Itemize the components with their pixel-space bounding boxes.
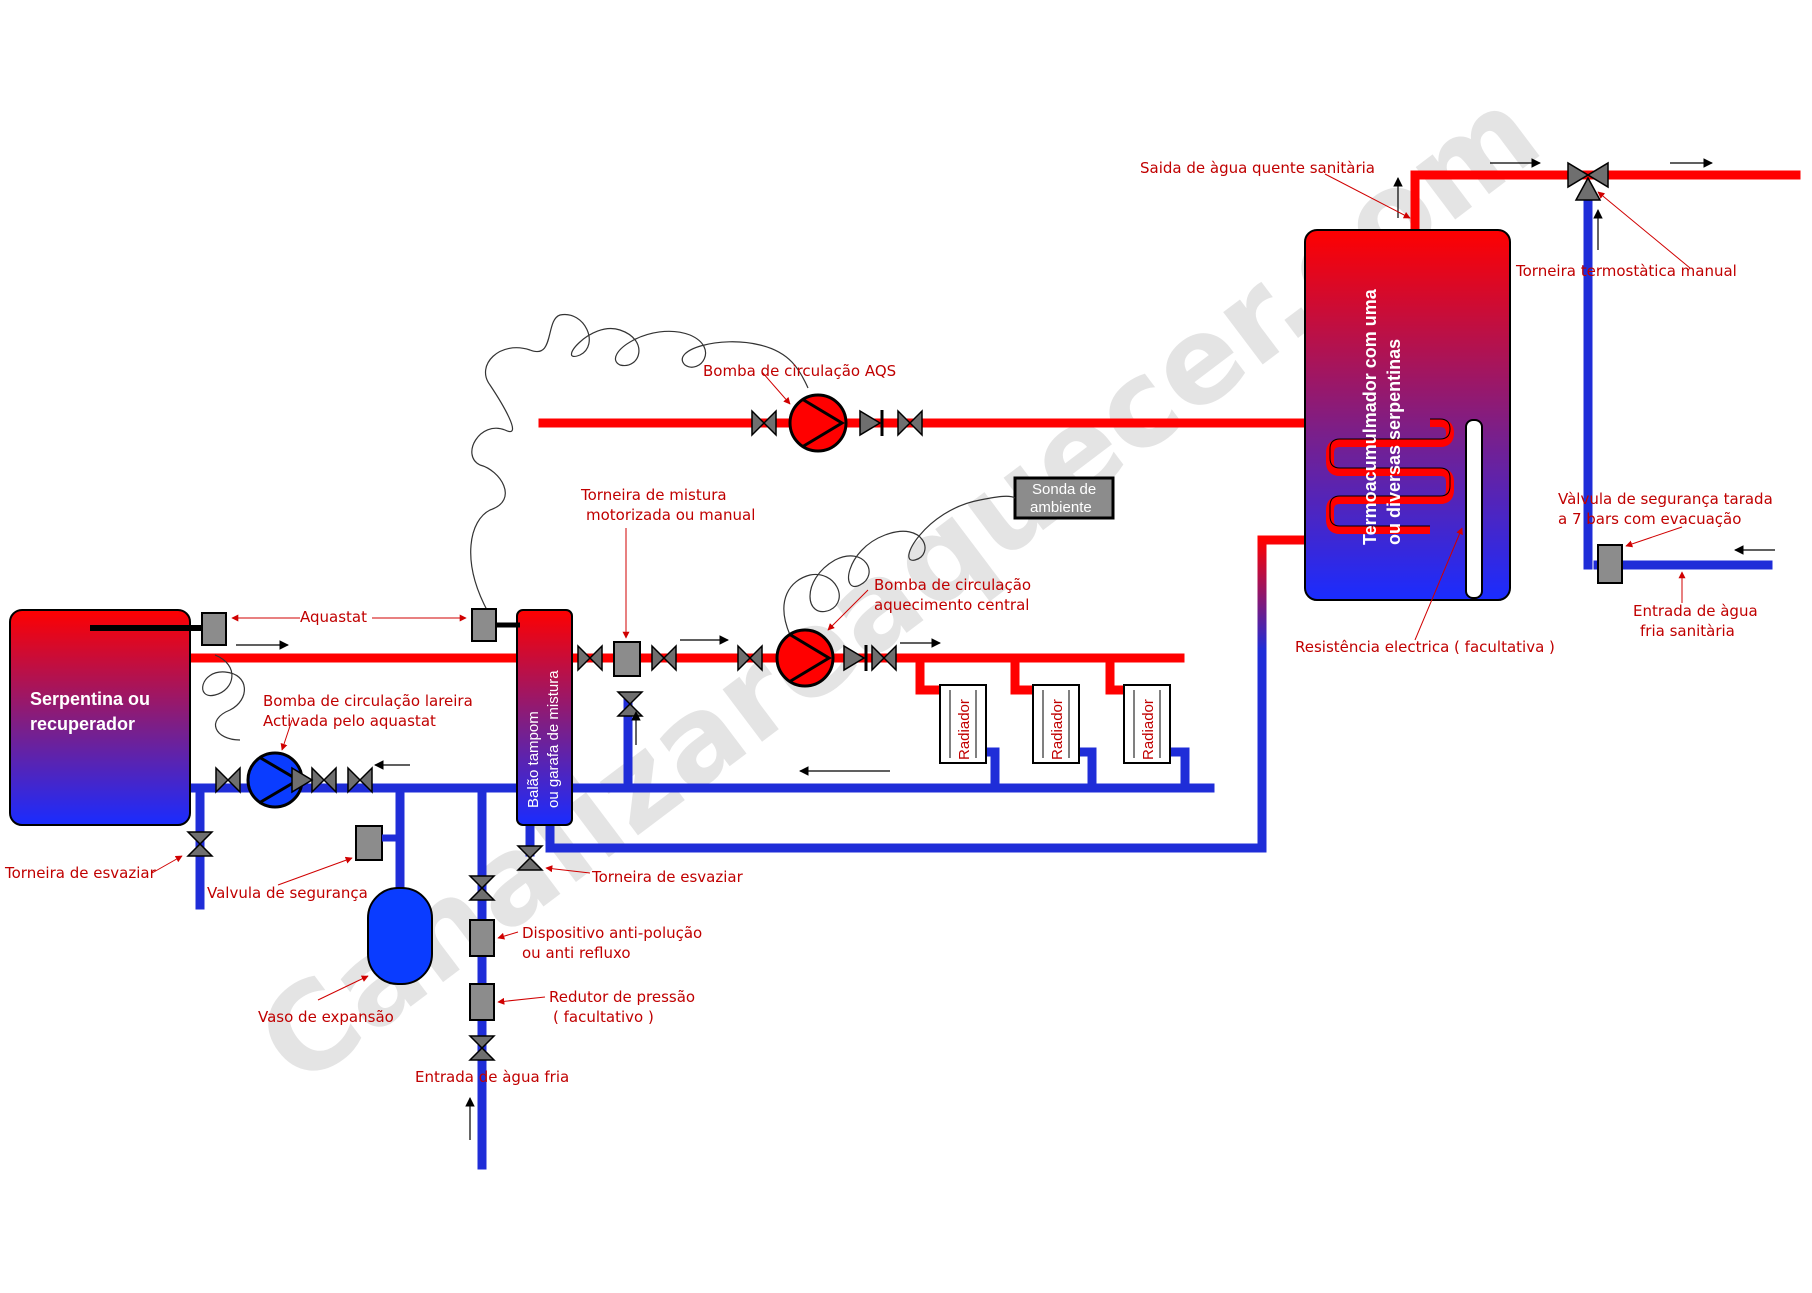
valve-icon [516,845,544,871]
valve-icon [871,644,897,672]
valve-icon [347,766,373,794]
sensor-label-line2: ambiente [1030,499,1092,516]
expansion-vessel [367,887,433,985]
valve-icon [737,644,763,672]
safety-valve [355,825,383,861]
pressure-reducer-label-2: ( facultativo ) [553,1008,654,1026]
boiler-label-line2: recuperador [30,714,135,734]
tank-label-line2: ou diversas serpentinas [1384,339,1404,545]
sensor-label-line1: Sonda de [1032,481,1096,498]
mixing-valve-label-1: Torneira de mistura [580,486,727,504]
pump-heating-label-2: aquecimento central [874,596,1029,614]
valve-icon [577,644,603,672]
aquastat-boiler [201,612,227,646]
hot-outlet-label: Saida de àgua quente sanitària [1140,159,1375,177]
radiator: Radiador [1032,684,1080,764]
thermostatic-tap-label: Torneira termostàtica manual [1515,262,1737,280]
tank-safety-label-2: a 7 bars com evacuação [1558,510,1741,528]
pump-central-heating [775,628,835,688]
room-sensor: Sonda de ambiente [1013,476,1115,520]
buffer-label-line2: ou garafa de mistura [545,670,562,808]
radiator: Radiador [1123,684,1171,764]
mixing-valve-label-2: motorizada ou manual [586,506,755,524]
drain-buffer-label: Torneira de esvaziar [591,868,744,886]
anti-pollution-device [469,919,495,957]
aquastat-label: Aquastat [300,608,367,626]
pump-aqs [788,393,848,453]
valve-icon [897,409,923,437]
valve-icon [311,766,337,794]
valve-icon [186,831,214,857]
control-wires [202,314,1016,741]
radiator-label: Radiador [1049,699,1066,760]
anti-pollution-label-2: ou anti refluxo [522,944,631,962]
callout-leaders [151,173,1691,1005]
radiator: Radiador [939,684,987,764]
pump-fireplace-label-1: Bomba de circulação lareira [263,692,473,710]
valve-icon [616,691,644,717]
buffer-label-line1: Balão tampom [525,711,542,808]
radiators: Radiador Radiador Radiador [939,684,1171,764]
pump-fireplace-label-2: Activada pelo aquastat [263,712,436,730]
drain-left-label: Torneira de esvaziar [4,864,157,882]
pump-aqs-label: Bomba de circulação AQS [703,362,896,380]
check-valves [291,409,884,794]
tank-safety-valve [1597,544,1623,584]
resistance-label: Resistência electrica ( facultativa ) [1295,638,1555,656]
pump-heating-label-1: Bomba de circulação [874,576,1031,594]
thermostatic-mixing-valve [1567,161,1609,201]
pressure-reducer [469,983,495,1021]
valve-icon [468,875,496,901]
tank-label-line1: Termoacumulmador com uma [1360,288,1380,545]
radiator-label: Radiador [1140,699,1157,760]
check-valve-icon [859,409,882,437]
cold-inlet-label: Entrada de àgua fria [415,1068,569,1086]
cold-sanitary-label-1: Entrada de àgua [1633,602,1758,620]
tank-safety-label-1: Vàlvula de segurança tarada [1558,490,1773,508]
hot-water-cylinder: Termoacumulmador com uma ou diversas ser… [1304,229,1511,601]
devices [201,544,1623,1021]
anti-pollution-label-1: Dispositivo anti-polução [522,924,702,942]
cold-sanitary-label-2: fria sanitària [1640,622,1735,640]
check-valve-icon [291,766,314,794]
valve-icon [751,409,777,437]
expansion-vessel-label: Vaso de expansão [258,1008,394,1026]
buffer-tank: Balão tampom ou garafa de mistura [516,609,573,826]
aquastat-buffer [471,608,497,642]
boiler-coil: Serpentina ou recuperador [9,609,215,826]
valves [186,409,923,1061]
callout-labels: Aquastat Bomba de circulação lareira Act… [4,159,1773,1086]
radiator-label: Radiador [956,699,973,760]
electric-element [1465,419,1483,599]
valve-icon [651,644,677,672]
safety-valve-label: Valvula de segurança [207,884,368,902]
valve-icon [215,766,241,794]
pressure-reducer-label-1: Redutor de pressão [549,988,695,1006]
mixing-valve-actuator [613,641,641,677]
valve-icon [468,1035,496,1061]
check-valve-icon [843,644,866,672]
boiler-label-line1: Serpentina ou [30,689,150,709]
